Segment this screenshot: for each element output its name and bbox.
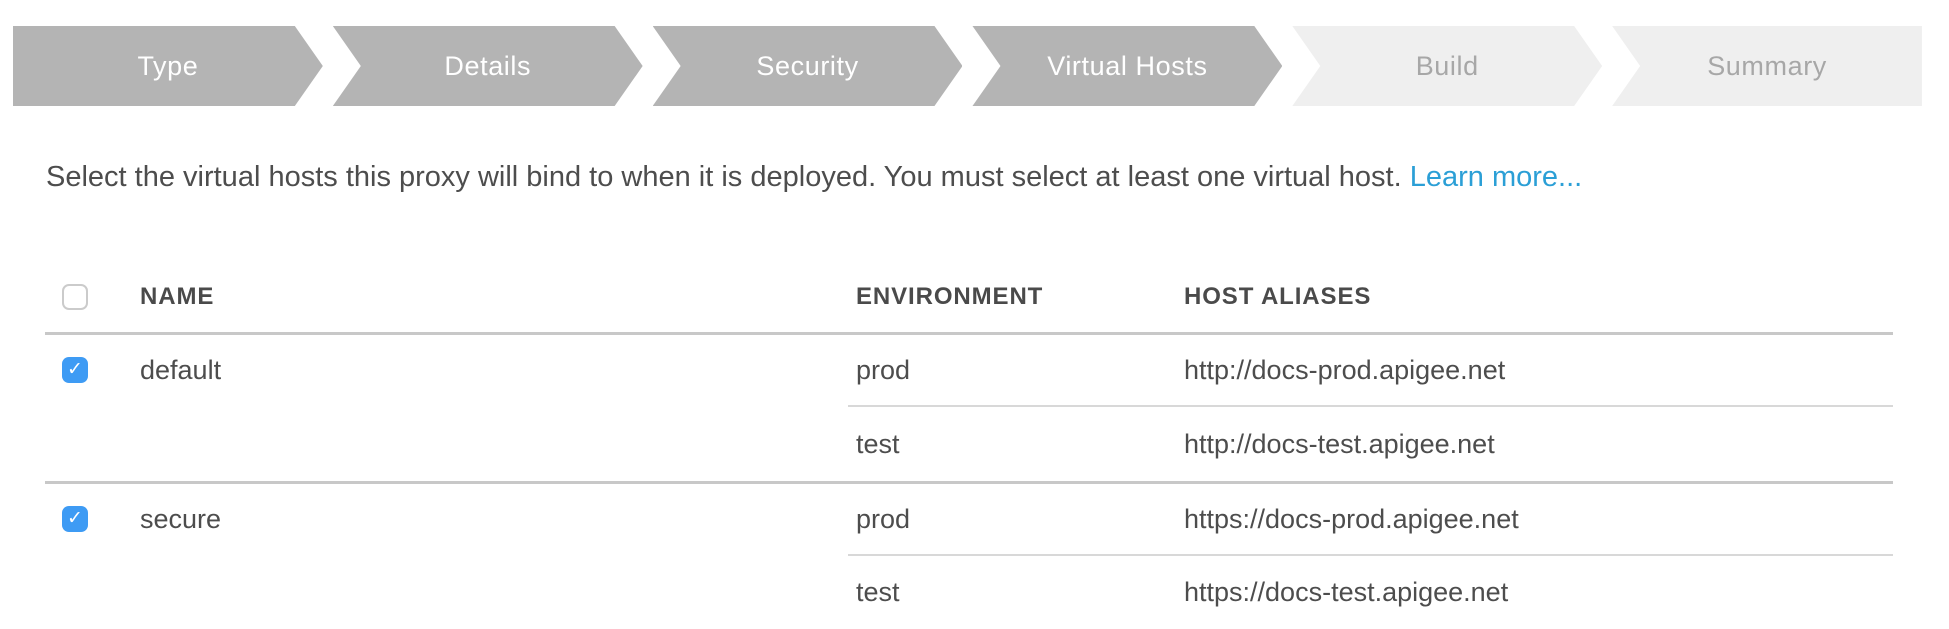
environment-cell: test xyxy=(856,428,900,459)
table-row-secure: ✓ secure prod https://docs-prod.apigee.n… xyxy=(45,484,1893,629)
host-alias-cell: https://docs-test.apigee.net xyxy=(1184,577,1509,607)
step-virtual-hosts[interactable]: Virtual Hosts xyxy=(972,26,1282,106)
step-summary-label: Summary xyxy=(1707,50,1827,81)
binding-row: test https://docs-test.apigee.net xyxy=(848,554,1893,629)
binding-row: test http://docs-test.apigee.net xyxy=(848,405,1893,481)
binding-row: prod http://docs-prod.apigee.net xyxy=(848,335,1893,405)
row-default-name: default xyxy=(140,354,222,385)
step-security-label: Security xyxy=(756,50,859,81)
wizard-stepper: Type Details Security Virtual Hosts Buil… xyxy=(13,26,1922,106)
environment-cell: test xyxy=(856,577,900,607)
header-right-section: ENVIRONMENT HOST ALIASES xyxy=(848,283,1893,311)
learn-more-link[interactable]: Learn more... xyxy=(1409,161,1583,193)
environment-cell: prod xyxy=(856,354,911,385)
description-text: Select the virtual hosts this proxy will… xyxy=(46,161,1402,193)
environment-cell: prod xyxy=(856,503,911,534)
step-security[interactable]: Security xyxy=(653,26,963,106)
check-icon: ✓ xyxy=(67,506,83,529)
virtual-hosts-table: ✓ NAME ENVIRONMENT HOST ALIASES ✓ defaul… xyxy=(45,262,1893,629)
step-type-label: Type xyxy=(137,50,199,81)
check-icon: ✓ xyxy=(67,357,83,380)
row-secure-left: ✓ secure xyxy=(45,484,848,629)
row-default-bindings: prod http://docs-prod.apigee.net test ht… xyxy=(848,335,1893,481)
host-alias-cell: https://docs-prod.apigee.net xyxy=(1184,503,1519,534)
binding-row: prod https://docs-prod.apigee.net xyxy=(848,484,1893,554)
step-details-label: Details xyxy=(444,50,532,81)
row-secure-bindings: prod https://docs-prod.apigee.net test h… xyxy=(848,484,1893,629)
host-alias-cell: http://docs-test.apigee.net xyxy=(1184,428,1495,459)
select-all-checkbox[interactable]: ✓ xyxy=(62,284,88,310)
step-details[interactable]: Details xyxy=(333,26,643,106)
checkbox-default[interactable]: ✓ xyxy=(62,357,88,383)
step-build[interactable]: Build xyxy=(1292,26,1602,106)
step-build-label: Build xyxy=(1415,50,1479,81)
page-description: Select the virtual hosts this proxy will… xyxy=(46,158,1926,196)
row-default-left: ✓ default xyxy=(45,335,848,481)
step-summary[interactable]: Summary xyxy=(1612,26,1922,106)
step-virtual-hosts-label: Virtual Hosts xyxy=(1047,50,1208,81)
host-alias-cell: http://docs-prod.apigee.net xyxy=(1184,354,1506,385)
table-row-default: ✓ default prod http://docs-prod.apigee.n… xyxy=(45,335,1893,484)
column-header-name: NAME xyxy=(140,283,215,310)
checkbox-secure[interactable]: ✓ xyxy=(62,506,88,532)
column-header-host-aliases: HOST ALIASES xyxy=(1184,283,1372,310)
column-header-environment: ENVIRONMENT xyxy=(856,283,1044,310)
row-secure-name: secure xyxy=(140,503,222,534)
step-type[interactable]: Type xyxy=(13,26,323,106)
header-left-section: ✓ NAME xyxy=(45,283,848,311)
table-header-row: ✓ NAME ENVIRONMENT HOST ALIASES xyxy=(45,262,1893,335)
